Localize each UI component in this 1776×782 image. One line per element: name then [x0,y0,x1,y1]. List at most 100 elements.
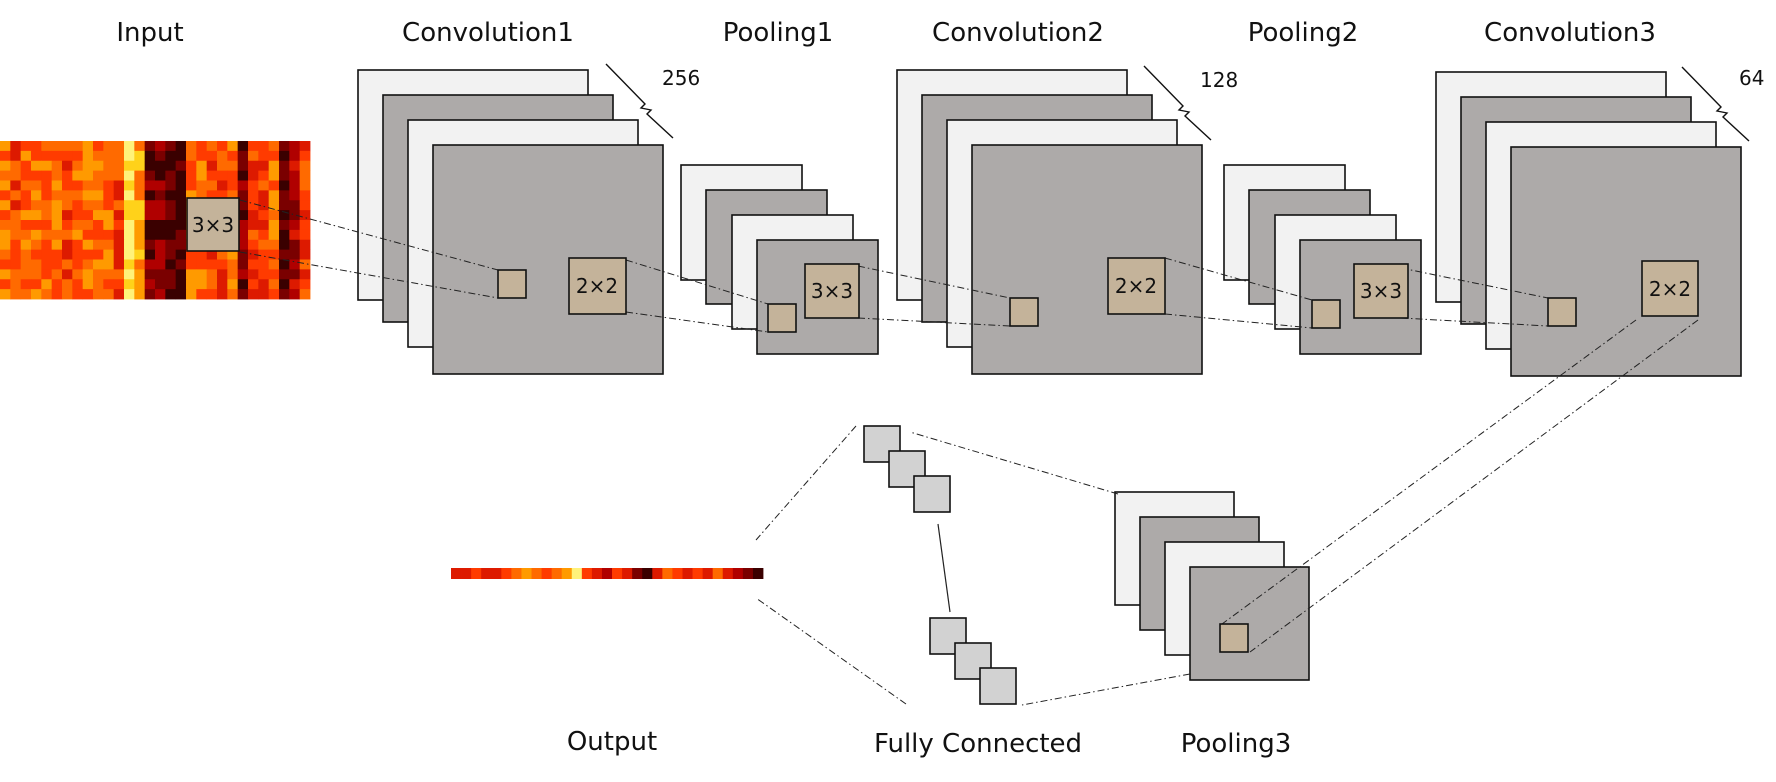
heatmap-cell [258,269,270,280]
heatmap-cell [103,150,115,162]
heatmap-cell [124,259,135,270]
heatmap-cell [186,160,197,172]
heatmap-cell [82,259,94,270]
heatmap-cell [299,200,311,211]
heatmap-cell [10,279,22,290]
heatmap-cell [175,180,187,191]
heatmap-cell [134,279,146,290]
heatmap-cell [299,269,311,280]
heatmap-cell [175,200,187,211]
heatmap-cell [20,259,32,270]
heatmap-cell [237,279,249,290]
heatmap-cell [237,170,249,181]
conv3-kernel-box [1641,260,1699,317]
heatmap-cell [289,160,301,172]
output-cell [612,568,623,579]
heatmap-cell [41,259,53,270]
heatmap-cell [113,190,125,201]
heatmap-cell [124,279,135,290]
heatmap-cell [0,180,11,191]
heatmap-cell [62,160,73,172]
heatmap-cell [165,180,177,191]
heatmap-cell [279,239,290,251]
heatmap-cell [10,239,22,251]
heatmap-cell [289,229,301,241]
heatmap-cell [268,210,280,221]
heatmap-cell [10,170,22,181]
heatmap-cell [72,200,84,211]
heatmap-cell [248,220,259,231]
heatmap-cell [175,239,187,251]
heatmap-cell [113,200,125,211]
heatmap-cell [289,190,301,201]
heatmap-cell [258,200,270,211]
title-convolution2: Convolution2 [932,18,1104,48]
heatmap-cell [289,170,301,181]
heatmap-cell [299,229,311,241]
heatmap-cell [186,289,197,300]
heatmap-cell [20,200,32,211]
title-convolution3: Convolution3 [1484,18,1656,48]
output-cell [632,568,643,579]
heatmap-cell [72,279,84,290]
heatmap-cell [93,259,104,270]
heatmap-cell [134,190,146,201]
heatmap-cell [103,249,115,260]
heatmap-cell [82,220,94,231]
output-cell [702,568,714,579]
heatmap-cell [124,200,135,211]
fc-unit-bottom-3 [979,667,1017,705]
heatmap-cell [248,279,259,290]
fc-continuation-line [937,523,951,613]
heatmap-cell [217,269,228,280]
heatmap-cell [237,190,249,201]
heatmap-cell [196,160,208,172]
heatmap-cell [93,190,104,201]
heatmap-cell [268,279,280,290]
heatmap-cell [124,180,135,191]
heatmap-cell [0,249,11,260]
heatmap-cell [279,150,290,162]
heatmap-cell [227,180,239,191]
heatmap-cell [124,160,135,172]
heatmap-cell [31,141,42,152]
heatmap-cell [206,190,218,201]
heatmap-cell [62,249,73,260]
heatmap-cell [155,220,166,231]
title-pooling3: Pooling3 [1181,729,1292,759]
heatmap-cell [103,289,115,300]
heatmap-cell [289,279,301,290]
heatmap-cell [51,259,63,270]
heatmap-cell [144,210,156,221]
link-conv3-pool3-bottom [1249,319,1699,653]
heatmap-cell [186,190,197,201]
heatmap-cell [155,170,166,181]
heatmap-cell [196,249,208,260]
heatmap-cell [299,279,311,290]
heatmap-cell [237,200,249,211]
heatmap-cell [186,269,197,280]
heatmap-cell [113,210,125,221]
heatmap-cell [144,190,156,201]
heatmap-cell [134,170,146,181]
heatmap-cell [51,289,63,300]
heatmap-cell [258,180,270,191]
heatmap-cell [0,259,11,270]
conv3-kernel-label: 2×2 [1649,277,1691,301]
heatmap-cell [103,200,115,211]
heatmap-cell [237,210,249,221]
heatmap-cell [206,249,218,260]
heatmap-cell [134,249,146,260]
heatmap-cell [62,239,73,251]
heatmap-cell [165,269,177,280]
heatmap-cell [62,279,73,290]
heatmap-cell [279,229,290,241]
heatmap-cell [268,289,280,300]
heatmap-cell [72,190,84,201]
conv2-plane-4 [971,144,1203,375]
heatmap-cell [82,269,94,280]
heatmap-cell [0,210,11,221]
heatmap-cell [93,229,104,241]
heatmap-cell [113,180,125,191]
